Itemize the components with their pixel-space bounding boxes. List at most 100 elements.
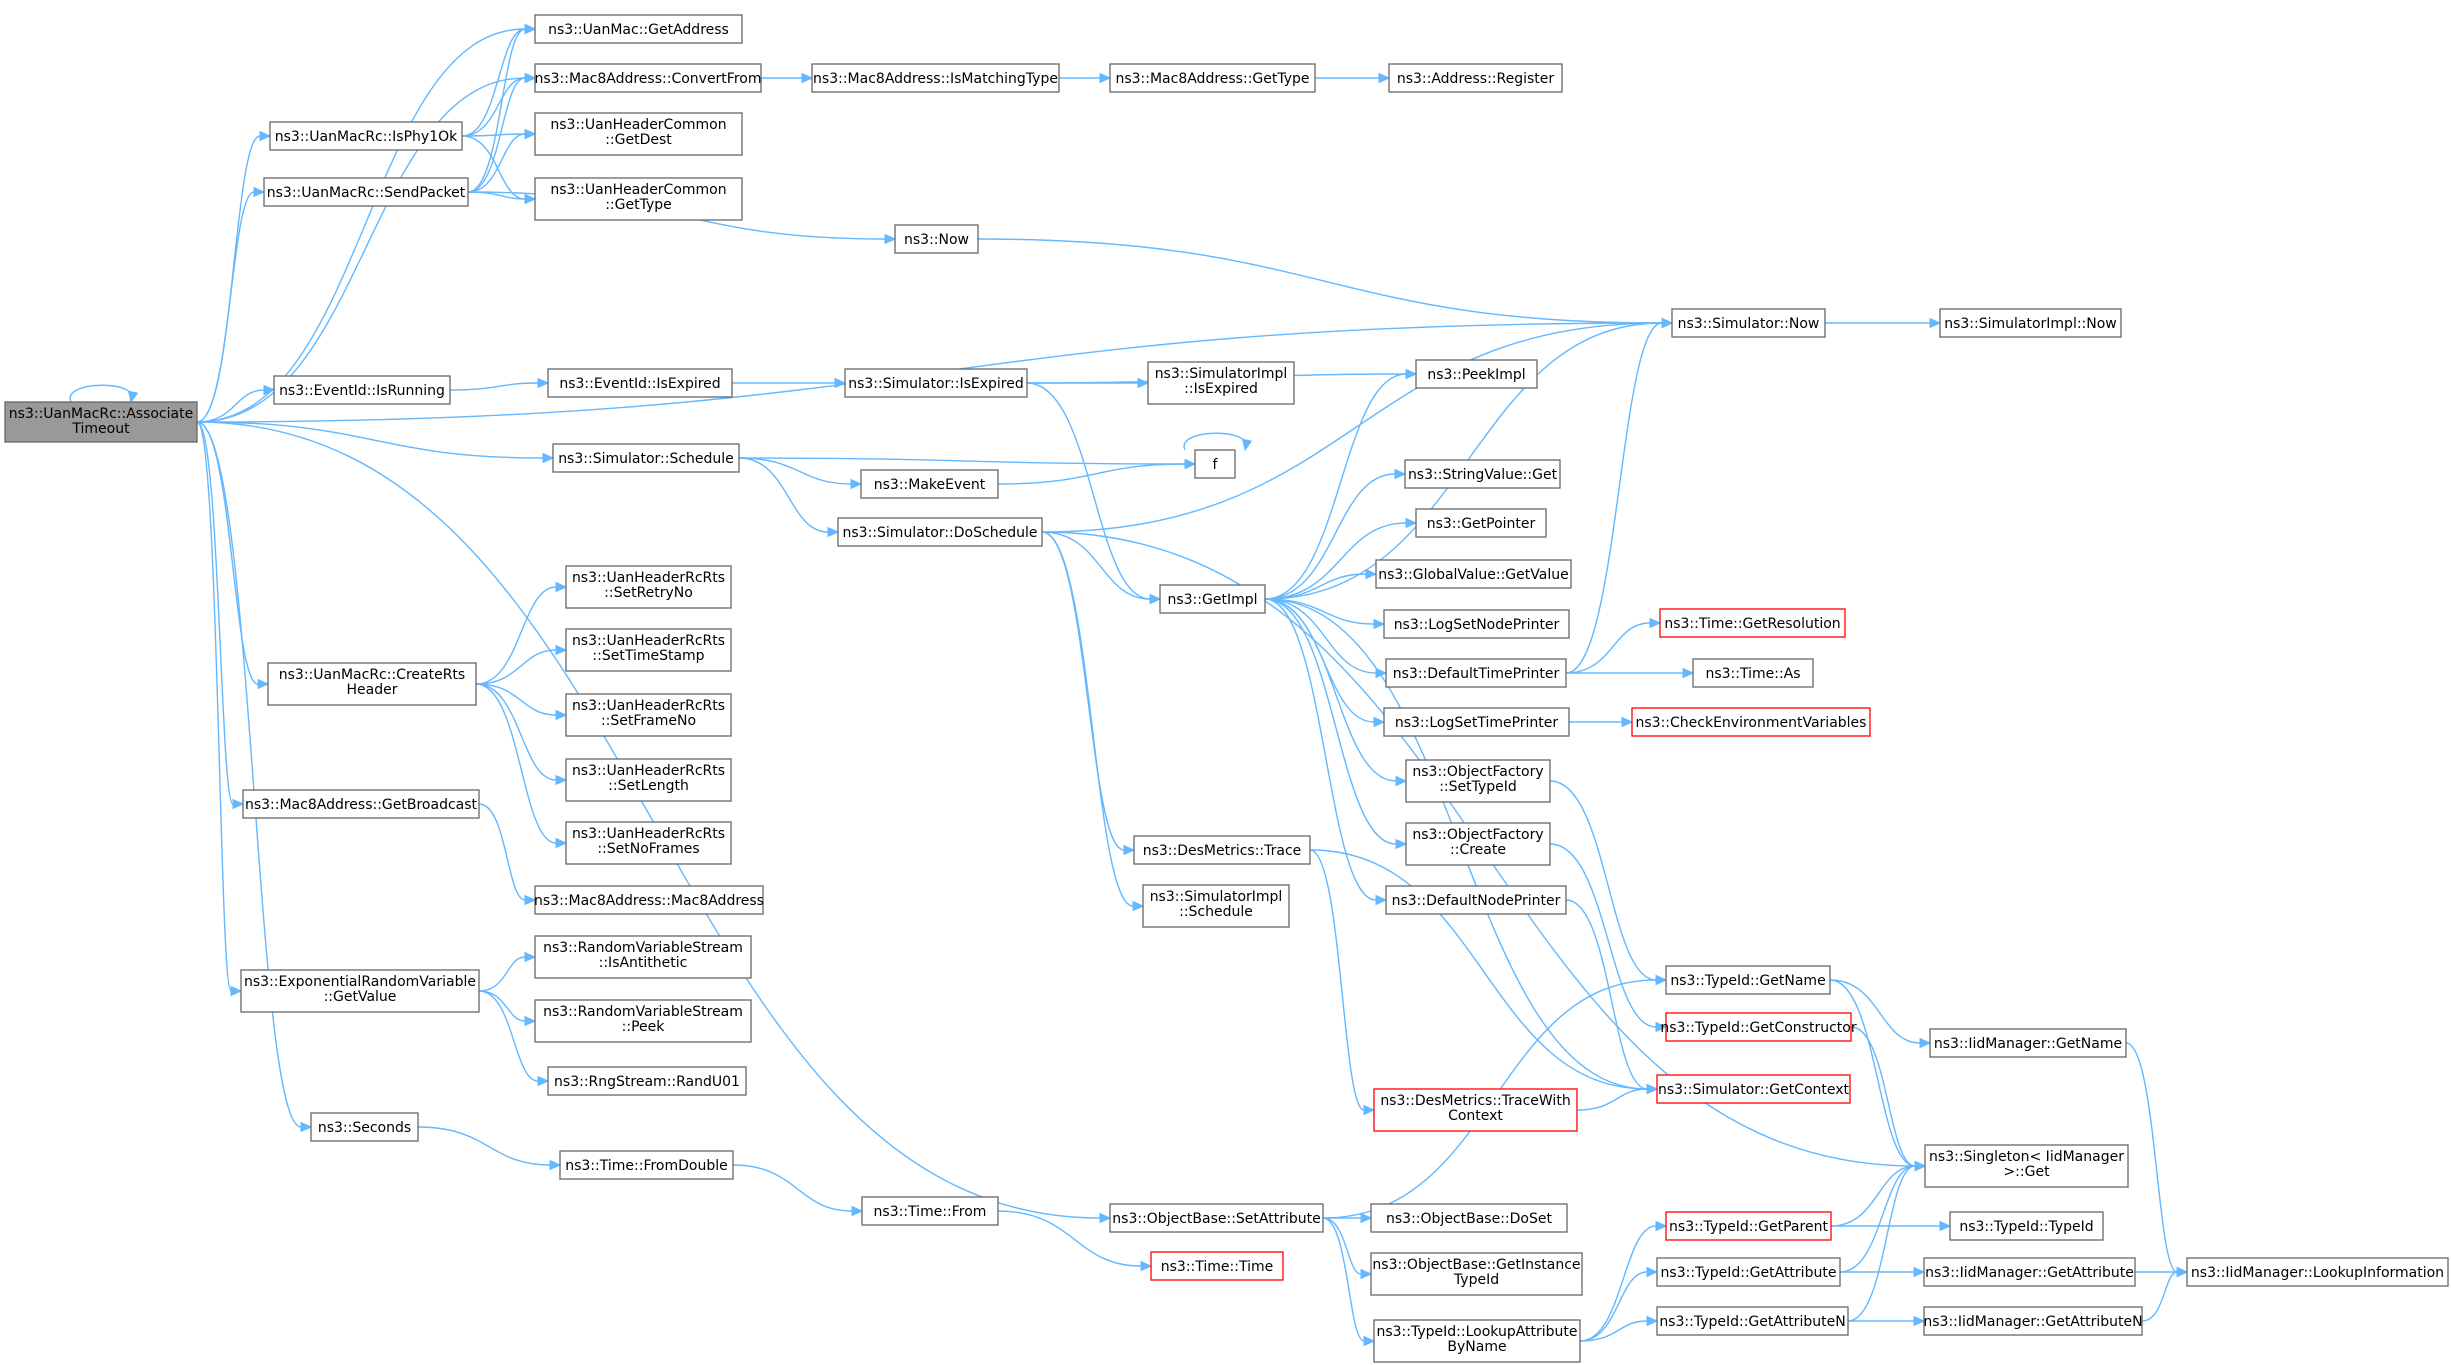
edge-line [196, 77, 526, 423]
node-tid-type-id[interactable]: ns3::TypeId::TypeId [1949, 1211, 2104, 1241]
node-log-time[interactable]: ns3::LogSetTimePrinter [1383, 707, 1570, 737]
node-get-bcast[interactable]: ns3::Mac8Address::GetBroadcast [242, 789, 480, 819]
edge-arrowhead [1373, 716, 1386, 728]
node-seconds[interactable]: ns3::Seconds [310, 1112, 419, 1142]
node-rand-u01[interactable]: ns3::RngStream::RandU01 [547, 1066, 747, 1096]
node-tid-get-ctor[interactable]: ns3::TypeId::GetConstructor [1660, 1012, 1857, 1042]
node-box [1656, 1306, 1849, 1336]
node-is-phy1-ok[interactable]: ns3::UanMacRc::IsPhy1Ok [269, 121, 463, 151]
node-impl-schedule[interactable]: ns3::SimulatorImpl::Schedule [1142, 884, 1290, 928]
node-peek-impl[interactable]: ns3::PeekImpl [1415, 359, 1538, 389]
edge-get-impl-to-str-get [1264, 468, 1407, 600]
node-addr-register[interactable]: ns3::Address::Register [1388, 63, 1563, 93]
edge-line [977, 238, 1663, 324]
node-time-as[interactable]: ns3::Time::As [1692, 658, 1814, 688]
node-set-retry[interactable]: ns3::UanHeaderRcRts::SetRetryNo [565, 565, 732, 609]
node-box [565, 758, 732, 802]
node-mac8-get-type[interactable]: ns3::Mac8Address::GetType [1109, 63, 1316, 93]
node-set-attr[interactable]: ns3::ObjectBase::SetAttribute [1109, 1203, 1324, 1233]
node-from-double[interactable]: ns3::Time::FromDouble [559, 1150, 734, 1180]
node-label: ns3::UanHeaderCommon [550, 117, 726, 133]
node-tid-parent[interactable]: ns3::TypeId::GetParent [1665, 1211, 1832, 1241]
node-str-get[interactable]: ns3::StringValue::Get [1404, 459, 1561, 489]
edge-arrowhead [2176, 1266, 2189, 1278]
node-get-dest[interactable]: ns3::UanHeaderCommon::GetDest [534, 112, 743, 156]
node-is-matching-type[interactable]: ns3::Mac8Address::IsMatchingType [811, 63, 1060, 93]
node-label: ns3::Mac8Address::ConvertFrom [534, 71, 761, 87]
node-of-set-type-id[interactable]: ns3::ObjectFactory::SetTypeId [1405, 759, 1551, 803]
node-set-no-frames[interactable]: ns3::UanHeaderRcRts::SetNoFrames [565, 821, 732, 865]
node-box [559, 1150, 734, 1180]
node-ev-expired[interactable]: ns3::EventId::IsExpired [547, 368, 733, 398]
node-time-from[interactable]: ns3::Time::From [861, 1196, 999, 1226]
edge-arrowhead [1621, 716, 1634, 728]
node-singleton-get[interactable]: ns3::Singleton< IidManager>::Get [1924, 1144, 2129, 1188]
edge-exp-get-value-to-is-anti [478, 951, 537, 992]
node-mac-get-address[interactable]: ns3::UanMac::GetAddress [534, 14, 743, 44]
node-convert-from[interactable]: ns3::Mac8Address::ConvertFrom [534, 63, 762, 93]
node-def-time[interactable]: ns3::DefaultTimePrinter [1385, 658, 1567, 688]
node-box [534, 14, 743, 44]
node-time-time[interactable]: ns3::Time::Time [1150, 1251, 1284, 1281]
node-iid-get-attr-n[interactable]: ns3::IidManager::GetAttributeN [1923, 1306, 2143, 1336]
node-do-schedule[interactable]: ns3::Simulator::DoSchedule [837, 517, 1043, 547]
edge-log-time-to-check-env [1569, 716, 1634, 728]
node-send-packet[interactable]: ns3::UanMacRc::SendPacket [263, 177, 469, 207]
node-is-anti[interactable]: ns3::RandomVariableStream::IsAntithetic [534, 935, 752, 979]
node-hdr-get-type[interactable]: ns3::UanHeaderCommon::GetType [534, 177, 743, 221]
node-tid-get-attr-n[interactable]: ns3::TypeId::GetAttributeN [1656, 1306, 1849, 1336]
edge-tid-get-ctor-to-singleton-get [1850, 1026, 1927, 1172]
node-make-event[interactable]: ns3::MakeEvent [860, 469, 999, 499]
edge-arrowhead [524, 951, 537, 963]
node-set-frame[interactable]: ns3::UanHeaderRcRts::SetFrameNo [565, 693, 732, 737]
node-iid-get-name[interactable]: ns3::IidManager::GetName [1929, 1028, 2127, 1058]
edge-arrowhead [1655, 1220, 1668, 1232]
edge-arrowhead [1655, 974, 1668, 986]
node-peek[interactable]: ns3::RandomVariableStream::Peek [534, 999, 752, 1043]
node-label: ns3::ExponentialRandomVariable [244, 974, 476, 990]
node-impl-expired[interactable]: ns3::SimulatorImpl::IsExpired [1147, 361, 1295, 405]
node-label: ByName [1447, 1339, 1506, 1355]
node-get-pointer[interactable]: ns3::GetPointer [1415, 508, 1547, 538]
node-sim-now[interactable]: ns3::Simulator::Now [1671, 308, 1826, 338]
node-log-node[interactable]: ns3::LogSetNodePrinter [1383, 609, 1570, 639]
node-sim-expired[interactable]: ns3::Simulator::IsExpired [844, 368, 1028, 398]
node-label: ns3::Seconds [318, 1120, 411, 1136]
node-label: ns3::TypeId::GetConstructor [1660, 1020, 1856, 1036]
edge-get-impl-to-of-create [1264, 598, 1408, 850]
node-exp-get-value[interactable]: ns3::ExponentialRandomVariable::GetValue [240, 969, 480, 1013]
node-get-impl[interactable]: ns3::GetImpl [1159, 584, 1266, 614]
node-ev-running[interactable]: ns3::EventId::IsRunning [273, 375, 451, 405]
node-tid-get-attr[interactable]: ns3::TypeId::GetAttribute [1656, 1257, 1841, 1287]
node-do-set[interactable]: ns3::ObjectBase::DoSet [1370, 1203, 1568, 1233]
edge-arrowhead [1099, 1212, 1112, 1224]
node-iid-get-attr[interactable]: ns3::IidManager::GetAttribute [1923, 1257, 2136, 1287]
node-tid-get-name[interactable]: ns3::TypeId::GetName [1665, 965, 1831, 995]
node-sim-get-ctx[interactable]: ns3::Simulator::GetContext [1656, 1074, 1851, 1104]
edge-arrowhead [1375, 894, 1388, 906]
node-get-res[interactable]: ns3::Time::GetResolution [1659, 608, 1846, 638]
node-schedule[interactable]: ns3::Simulator::Schedule [552, 443, 740, 473]
node-lookup-info[interactable]: ns3::IidManager::LookupInformation [2186, 1257, 2449, 1287]
node-check-env[interactable]: ns3::CheckEnvironmentVariables [1631, 707, 1871, 737]
node-def-node[interactable]: ns3::DefaultNodePrinter [1385, 885, 1567, 915]
node-label: ns3::GetImpl [1167, 592, 1257, 608]
node-f[interactable]: f [1194, 449, 1236, 479]
node-gv-get-value[interactable]: ns3::GlobalValue::GetValue [1375, 559, 1572, 589]
node-of-create[interactable]: ns3::ObjectFactory::Create [1405, 822, 1551, 866]
edge-mac8-get-type-to-addr-register [1315, 72, 1391, 84]
node-des-trace[interactable]: ns3::DesMetrics::Trace [1133, 835, 1311, 865]
node-label: Header [347, 682, 398, 698]
node-set-len[interactable]: ns3::UanHeaderRcRts::SetLength [565, 758, 732, 802]
node-now[interactable]: ns3::Now [894, 224, 979, 254]
node-box [1929, 1028, 2127, 1058]
node-sim-impl-now[interactable]: ns3::SimulatorImpl::Now [1939, 308, 2122, 338]
node-mac8-ctor[interactable]: ns3::Mac8Address::Mac8Address [534, 885, 764, 915]
node-set-ts[interactable]: ns3::UanHeaderRcRts::SetTimeStamp [565, 628, 732, 672]
edge-schedule-to-make-event [738, 457, 863, 490]
